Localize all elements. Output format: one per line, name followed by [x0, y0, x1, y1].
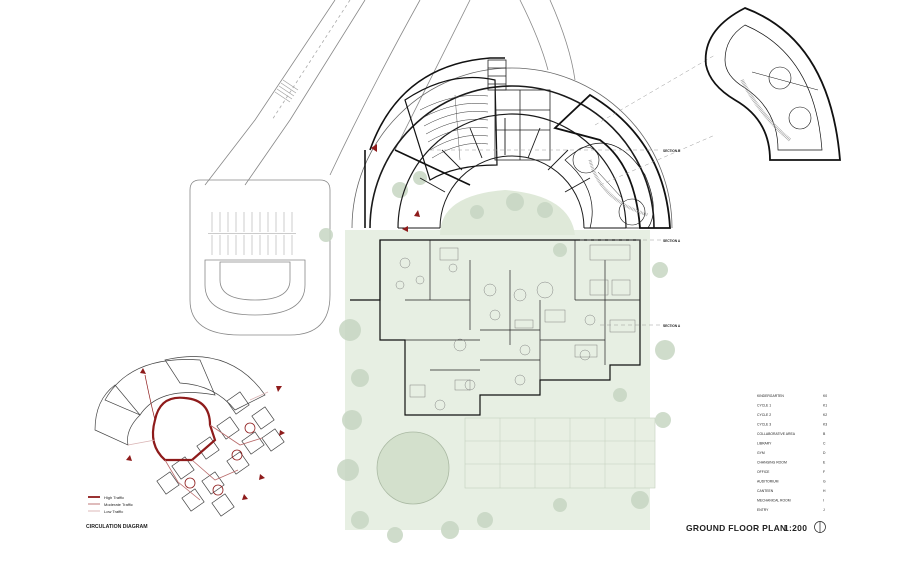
parking-lot [189, 179, 331, 336]
circulation-diagram [94, 356, 285, 517]
legend-room-code: C [823, 442, 826, 446]
legend-row: GYM D [757, 451, 826, 455]
legend-room-name: CANTEEN [757, 489, 774, 493]
trees [319, 171, 675, 543]
legend-room-code: I [823, 499, 824, 503]
north-arrow-icon [814, 521, 826, 533]
round-garden [376, 431, 450, 505]
legend-room-code: K1 [823, 404, 827, 408]
legend-row: ENTRY J [757, 508, 825, 512]
circulation-routes [127, 374, 269, 501]
section-label-a2: SECTION A [663, 324, 681, 328]
circulation-diagram-title: CIRCULATION DIAGRAM [86, 524, 148, 530]
legend-room-code: E [823, 461, 826, 465]
legend-row: CANTEEN H [757, 489, 826, 493]
section-label-a1: SECTION A [663, 239, 681, 243]
legend-room-code: K2 [823, 413, 827, 417]
plan-scale: 1:200 [784, 523, 807, 533]
gym-wing [553, 93, 671, 229]
legend-room-code: B [823, 432, 826, 436]
legend-low-traffic: Low Traffic [104, 509, 123, 514]
legend-room-name: CYCLE 3 [757, 423, 771, 427]
legend-row: AUDITORIUM G [757, 480, 826, 484]
paving-grid [465, 418, 655, 488]
legend-row: OFFICE F [757, 470, 825, 474]
curved-wing [351, 67, 673, 229]
legend-room-name: GYM [757, 451, 765, 455]
legend-room-name: KINDERGARTEN [757, 394, 784, 398]
legend-room-name: OFFICE [757, 470, 770, 474]
legend-room-name: COLLABORATIVE AREA [757, 432, 796, 436]
legend-room-code: G [823, 480, 826, 484]
crosswalk [274, 79, 299, 103]
legend-row: CYCLE 1 K1 [757, 404, 827, 408]
furniture [395, 244, 636, 411]
service-rooms [487, 59, 551, 161]
legend-room-code: J [823, 508, 825, 512]
legend-room-name: LIBRARY [757, 442, 772, 446]
section-label-b: SECTION B [663, 149, 681, 153]
legend-room-name: CYCLE 2 [757, 413, 771, 417]
legend-row: LIBRARY C [757, 442, 826, 446]
parking-stalls [208, 212, 296, 255]
access-road [204, 0, 576, 186]
classroom-partitions [405, 240, 640, 380]
legend-room-code: K3 [823, 423, 827, 427]
legend-row: CHANGING ROOM E [757, 461, 826, 465]
gym-inset [704, 7, 841, 161]
outer-arc-wall [364, 57, 505, 228]
legend-row: KINDERGARTEN K0 [757, 394, 827, 398]
legend-row: MECHANICAL ROOM I [757, 499, 824, 503]
auditorium [394, 77, 498, 186]
legend-room-name: CHANGING ROOM [757, 461, 787, 465]
legend-row: CYCLE 3 K3 [757, 423, 827, 427]
legend-high-traffic: High Traffic [104, 495, 124, 500]
legend-room-name: AUDITORIUM [757, 480, 779, 484]
curved-wing-radial-walls [419, 118, 591, 193]
legend-room-code: F [823, 470, 825, 474]
legend-row: CYCLE 2 K2 [757, 413, 827, 417]
legend-room-code: K0 [823, 394, 827, 398]
entry-markers [371, 144, 420, 232]
traffic-legend: High Traffic Moderate Traffic Low Traffi… [88, 495, 133, 514]
circulation-arrows [126, 368, 285, 500]
plan-title: GROUND FLOOR PLAN [686, 523, 786, 533]
legend-room-name: CYCLE 1 [757, 404, 771, 408]
legend-room-code: H [823, 489, 826, 493]
section-lines [430, 54, 716, 326]
legend-room-name: ENTRY [757, 508, 769, 512]
legend-room-code: D [823, 451, 826, 455]
legend-row: COLLABORATIVE AREA B [757, 432, 826, 436]
legend-room-name: MECHANICAL ROOM [757, 499, 791, 503]
legend-moderate-traffic: Moderate Traffic [104, 502, 133, 507]
